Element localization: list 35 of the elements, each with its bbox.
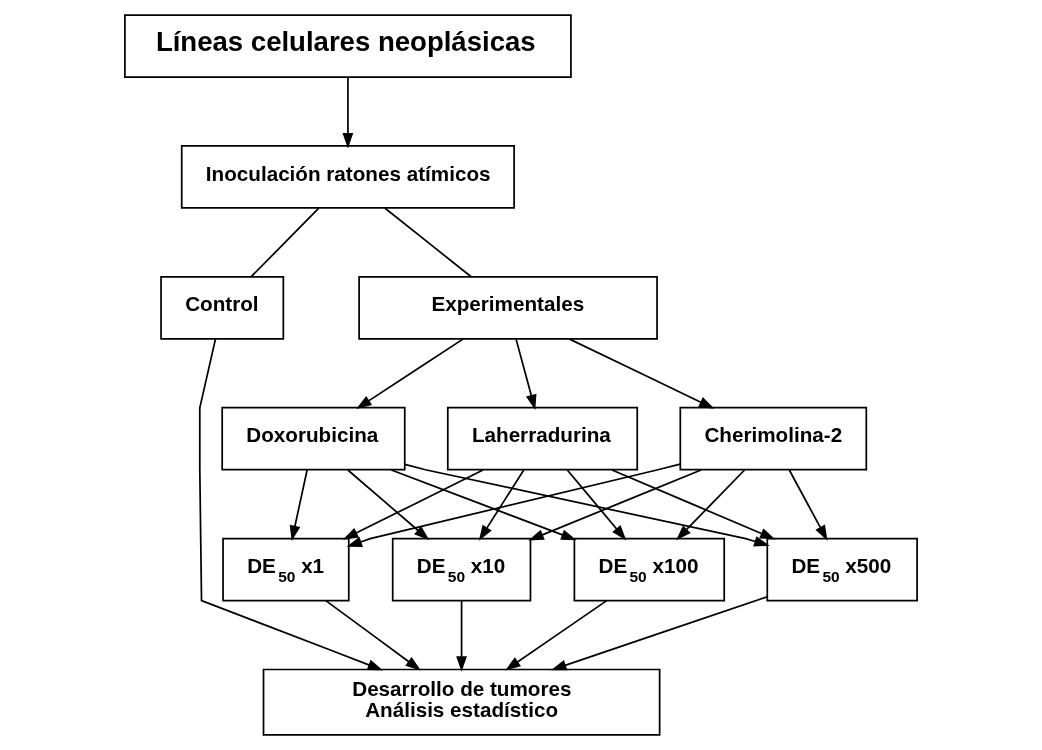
node-box: DE$_{50}$ x500 (766, 537, 918, 602)
arrow (611, 469, 776, 540)
node-box: Inoculación ratones atímicos (180, 145, 515, 209)
node-box: Doxorubicina (221, 406, 406, 471)
arrow (346, 469, 430, 541)
connector (384, 207, 472, 278)
node-box: DE$_{50}$ x10 (391, 537, 532, 602)
node-box: Cherimolina-2 (679, 406, 868, 471)
arrow (478, 469, 525, 541)
node-box: Laherradurina (446, 406, 639, 471)
node-box: DE$_{50}$ x100 (573, 537, 726, 602)
arrow (346, 463, 682, 547)
arrow (505, 599, 608, 671)
arrow (788, 469, 828, 541)
arrow (356, 338, 464, 410)
arrow (676, 469, 746, 541)
arrow (566, 469, 627, 541)
arrow (568, 338, 715, 409)
arrow (404, 463, 770, 547)
node-box: Desarrollo de tumores Análisis estadístico (262, 668, 661, 736)
node-box: Control (160, 275, 285, 340)
node-box: Líneas celulares neoplásicas (124, 14, 572, 78)
arrow (515, 338, 537, 411)
arrow (198, 338, 384, 671)
node-box: Experimentales (358, 275, 658, 340)
connector (250, 207, 320, 278)
arrow (289, 469, 308, 542)
arrow (390, 469, 577, 541)
arrow (342, 469, 484, 540)
arrow (456, 599, 467, 672)
arrow (528, 469, 702, 541)
arrow (342, 76, 354, 149)
arrow (324, 599, 421, 671)
arrow (550, 596, 768, 671)
node-box: DE$_{50}$ x1 (222, 537, 350, 602)
